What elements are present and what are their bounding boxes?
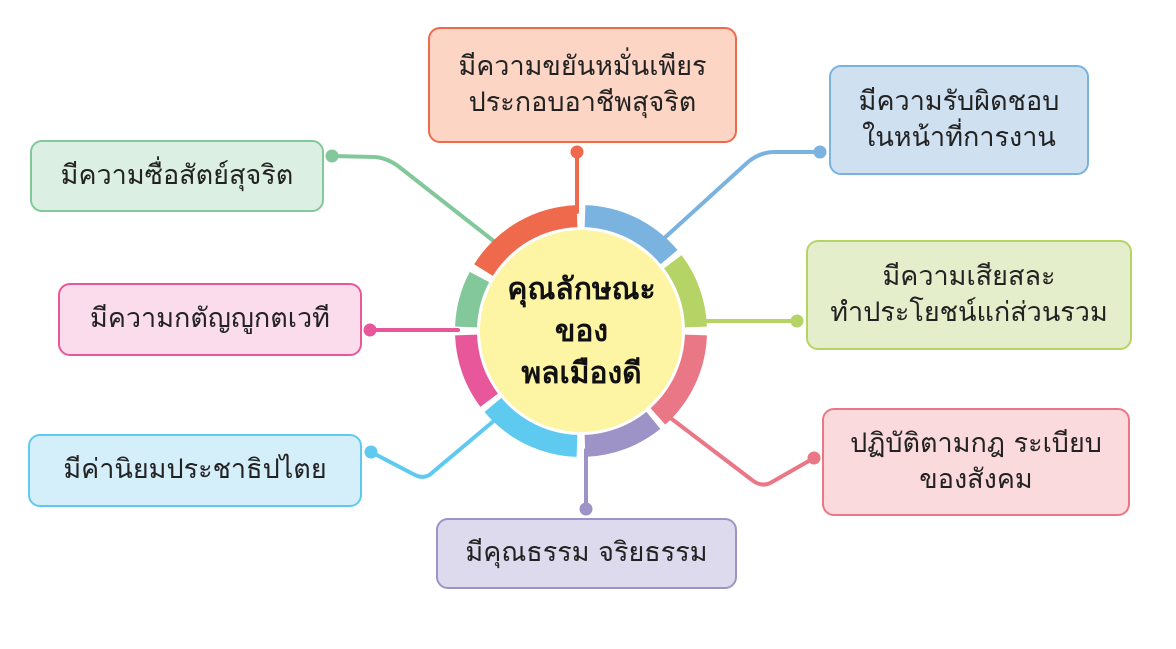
node-label: มีความขยันหมั่นเพียร ประกอบอาชีพสุจริต: [458, 50, 707, 118]
node-label: ปฏิบัติตามกฎ ระเบียบ ของสังคม: [850, 427, 1102, 495]
node-morality: มีคุณธรรม จริยธรรม: [436, 518, 737, 589]
connector-dot: [579, 502, 593, 516]
connector-dot: [363, 323, 377, 337]
node-label: มีความกตัญญูกตเวที: [90, 303, 330, 335]
node-label: มีความซื่อสัตย์สุจริต: [60, 159, 294, 191]
connector-dot: [325, 149, 339, 163]
ring-segment: [664, 255, 707, 328]
node-label: มีความเสียสละ ทำประโยชน์แก่ส่วนรวม: [830, 260, 1108, 328]
node-diligent: มีความขยันหมั่นเพียร ประกอบอาชีพสุจริต: [428, 27, 737, 143]
node-label: มีคุณธรรม จริยธรรม: [465, 537, 708, 569]
ring-segment: [584, 205, 678, 265]
ring-segment: [455, 334, 498, 407]
connector-line: [658, 408, 816, 487]
node-responsible: มีความรับผิดชอบ ในหน้าที่การงาน: [829, 65, 1089, 175]
connector-dot: [790, 314, 804, 328]
node-rules: ปฏิบัติตามกฎ ระเบียบ ของสังคม: [822, 408, 1130, 516]
node-label: มีความรับผิดชอบ ในหน้าที่การงาน: [858, 85, 1060, 153]
node-sacrifice: มีความเสียสละ ทำประโยชน์แก่ส่วนรวม: [806, 240, 1132, 350]
node-gratitude: มีความกตัญญูกตเวที: [58, 283, 362, 356]
ring-segment: [455, 271, 490, 328]
ring-segment: [650, 334, 707, 425]
connector-dot: [570, 145, 584, 159]
connector-line: [369, 412, 504, 479]
ring-segment: [474, 205, 578, 276]
ring-segment: [484, 397, 578, 457]
connector-dot: [813, 145, 827, 159]
ring-segment: [584, 411, 661, 457]
node-label: มีค่านิยมประชาธิปไตย: [63, 454, 327, 486]
connector-dot: [364, 445, 378, 459]
node-democracy: มีค่านิยมประชาธิปไตย: [28, 434, 362, 507]
node-honest: มีความซื่อสัตย์สุจริต: [30, 140, 324, 212]
connector-line: [658, 150, 822, 244]
connector-line: [330, 154, 502, 248]
center-title: คุณลักษณะ ของ พลเมืองดี: [507, 271, 656, 391]
connector-dot: [807, 451, 821, 465]
center-circle: [480, 230, 682, 432]
